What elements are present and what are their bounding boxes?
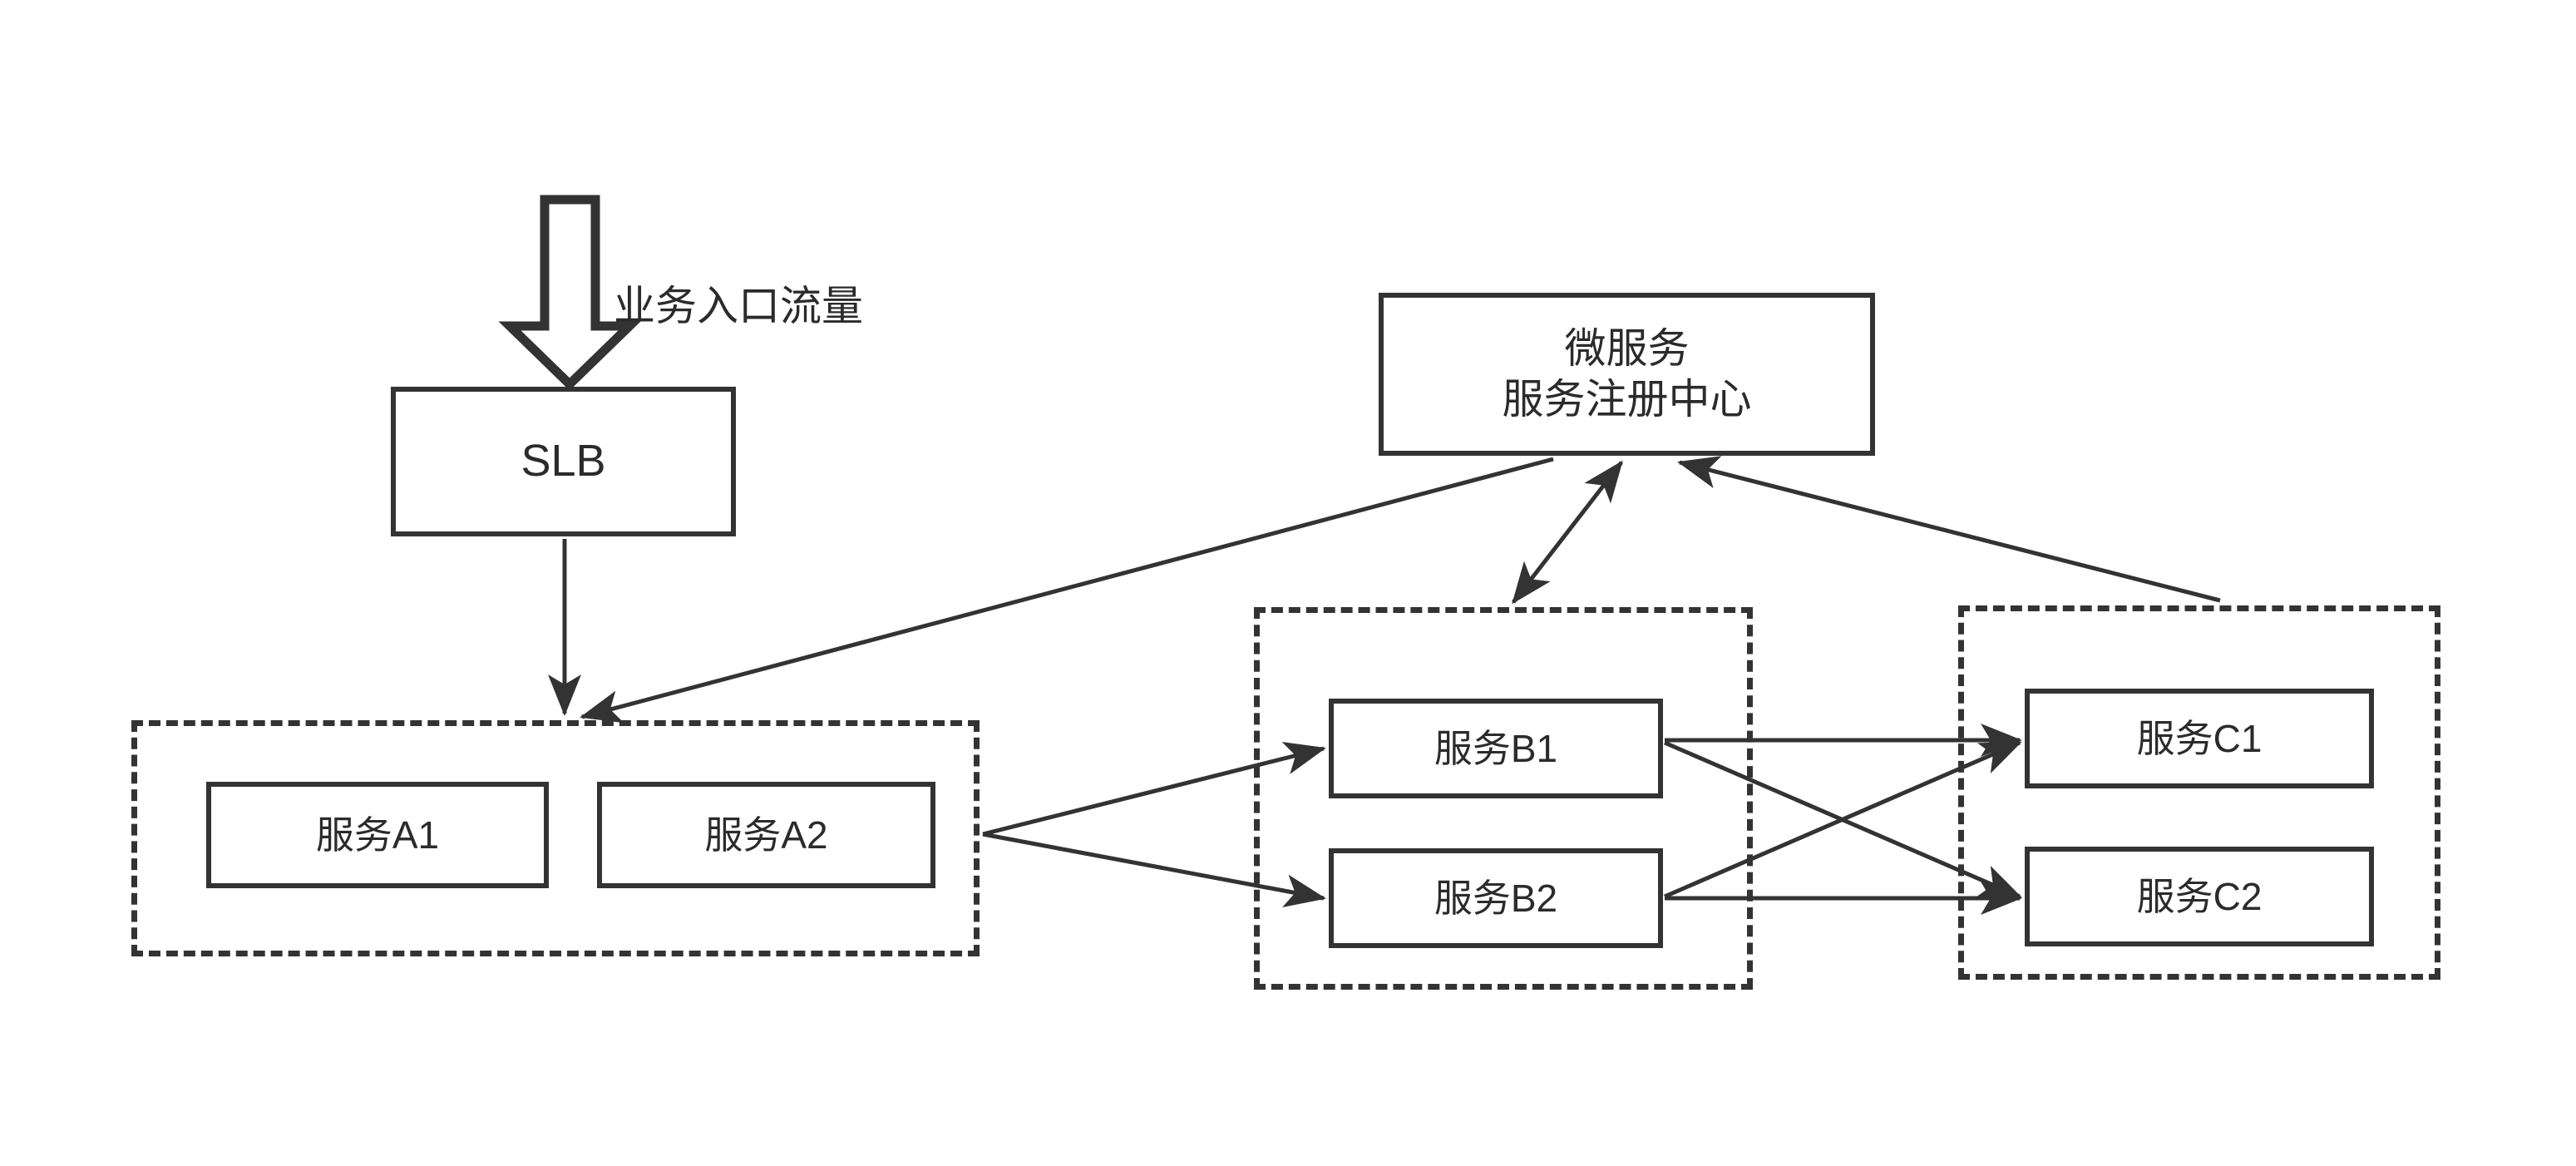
service-registry-label-line1: 微服务 bbox=[1564, 325, 1690, 372]
service-registry-label-line2: 服务注册中心 bbox=[1502, 376, 1752, 422]
slb-label: SLB bbox=[521, 436, 606, 487]
entry-traffic-label: 业务入口流量 bbox=[614, 283, 863, 329]
service-registry-node[interactable]: 微服务 服务注册中心 bbox=[1379, 293, 1875, 456]
edge-a2-to-b2 bbox=[982, 832, 1326, 907]
edge-registry-to-group-a bbox=[580, 457, 1554, 724]
edge-a2-to-b1 bbox=[982, 742, 1326, 837]
service-c2-node[interactable]: 服务C2 bbox=[2025, 847, 2374, 946]
service-a2-label: 服务A2 bbox=[704, 813, 828, 857]
edge-group-c-to-registry bbox=[1677, 456, 2221, 603]
service-c2-label: 服务C2 bbox=[2136, 874, 2263, 918]
service-group-a bbox=[131, 720, 980, 956]
service-b1-label: 服务B1 bbox=[1434, 726, 1558, 770]
entry-traffic-arrow-icon bbox=[498, 195, 641, 391]
service-group-c bbox=[1958, 605, 2440, 980]
service-group-b bbox=[1254, 607, 1753, 990]
slb-node[interactable]: SLB bbox=[391, 387, 736, 536]
service-b1-node[interactable]: 服务B1 bbox=[1329, 699, 1663, 798]
service-a2-node[interactable]: 服务A2 bbox=[597, 782, 935, 888]
service-b2-node[interactable]: 服务B2 bbox=[1329, 848, 1663, 948]
edge-registry-to-group-b bbox=[1512, 460, 1623, 605]
service-c1-label: 服务C1 bbox=[2136, 716, 2263, 760]
service-a1-label: 服务A1 bbox=[315, 813, 440, 857]
service-b2-label: 服务B2 bbox=[1434, 876, 1558, 920]
service-c1-node[interactable]: 服务C1 bbox=[2025, 689, 2374, 788]
service-a1-node[interactable]: 服务A1 bbox=[206, 782, 549, 888]
